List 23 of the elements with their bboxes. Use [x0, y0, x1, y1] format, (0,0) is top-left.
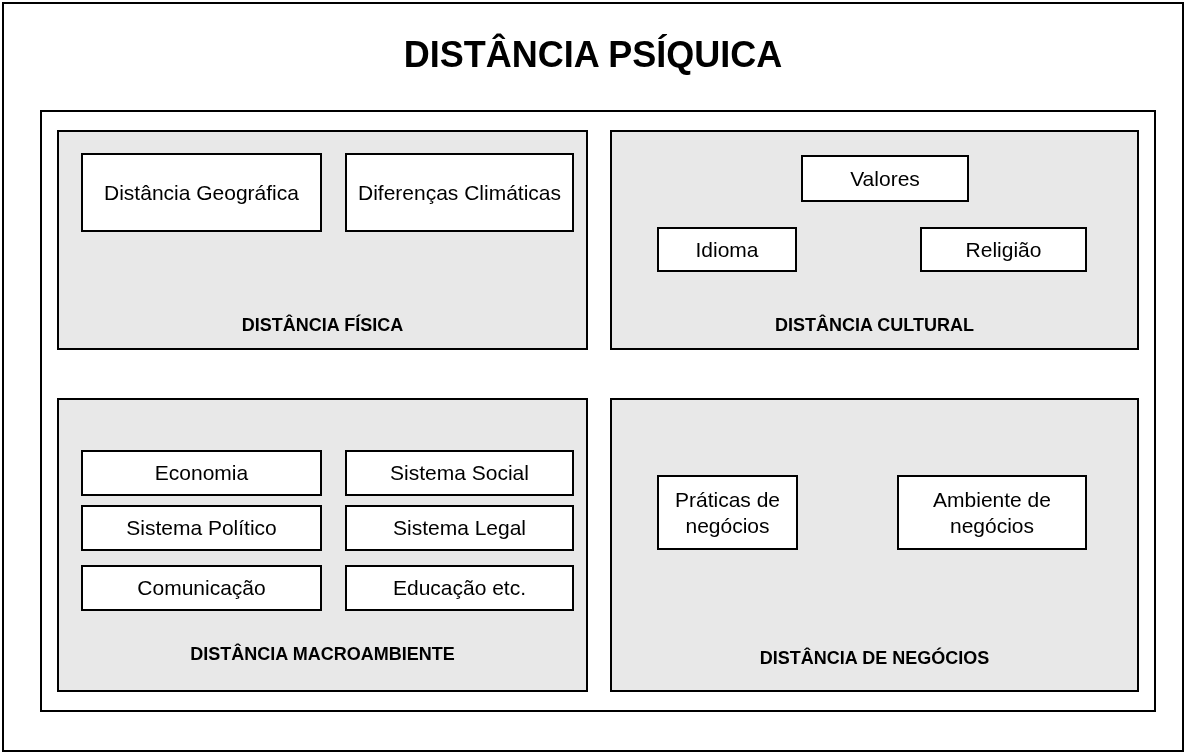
factor-box: Diferenças Climáticas	[345, 153, 574, 232]
panel-heading: DISTÂNCIA DE NEGÓCIOS	[758, 648, 991, 669]
factor-box: Educação etc.	[345, 565, 574, 611]
category-panel	[610, 130, 1139, 350]
factor-box: Economia	[81, 450, 322, 496]
factor-box: Idioma	[657, 227, 797, 272]
frame-heading: DISTÂNCIA PSÍQUICA	[402, 34, 784, 76]
factor-box: Religião	[920, 227, 1087, 272]
panel-heading: DISTÂNCIA CULTURAL	[774, 315, 975, 336]
factor-box: Práticas de negócios	[657, 475, 798, 550]
category-panel	[610, 398, 1139, 692]
factor-box: Comunicação	[81, 565, 322, 611]
category-panel	[57, 398, 588, 692]
category-panel	[57, 130, 588, 350]
panel-heading: DISTÂNCIA MACROAMBIENTE	[189, 644, 456, 665]
factor-box: Sistema Político	[81, 505, 322, 551]
panel-heading: DISTÂNCIA FÍSICA	[240, 315, 405, 336]
container-box	[40, 110, 1156, 712]
factor-box: Ambiente de negócios	[897, 475, 1087, 550]
factor-box: Distância Geográfica	[81, 153, 322, 232]
factor-box: Valores	[801, 155, 969, 202]
factor-box: Sistema Social	[345, 450, 574, 496]
factor-box: Sistema Legal	[345, 505, 574, 551]
